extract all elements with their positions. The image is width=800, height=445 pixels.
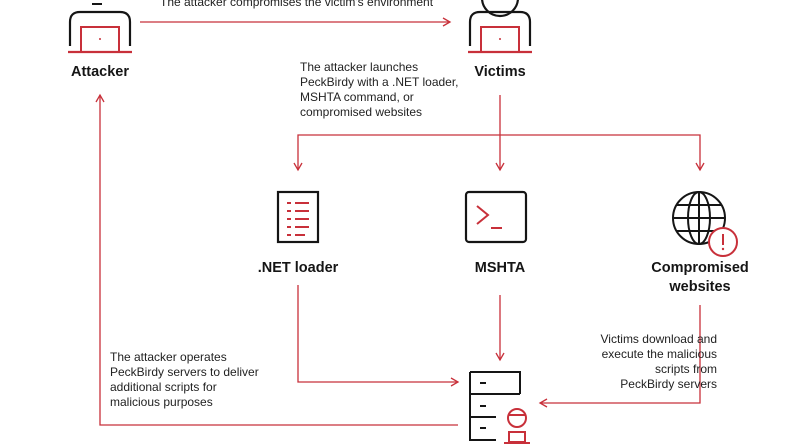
arrow-servers-to-attacker	[95, 93, 458, 426]
document-icon	[276, 190, 320, 244]
annotation-compromise: The attacker compromises the victim's en…	[160, 0, 434, 9]
attacker-icon	[68, 3, 132, 54]
text-line: PeckBirdy servers to deliver	[110, 365, 259, 379]
text-line: Victims download and	[600, 332, 717, 346]
annotation-operate: The attacker operates PeckBirdy servers …	[110, 350, 259, 410]
annotation-download: Victims download and execute the malicio…	[600, 332, 717, 392]
text-line: additional scripts for	[110, 380, 217, 394]
text-line: The attacker operates	[110, 350, 227, 364]
operator-icon	[504, 408, 530, 444]
text-line: malicious purposes	[110, 395, 213, 409]
terminal-icon	[464, 190, 528, 244]
label-net-loader: .NET loader	[257, 260, 339, 276]
arrow-net-loader-to-servers	[297, 285, 460, 387]
label-mshta: MSHTA	[474, 260, 526, 276]
text-line: execute the malicious	[601, 347, 717, 361]
server-icon	[469, 371, 521, 441]
arrow-to-net-loader	[293, 134, 500, 172]
text-line: websites	[669, 279, 731, 295]
text-line: MSHTA command, or	[300, 90, 414, 104]
arrow-to-websites	[500, 134, 705, 172]
text-line: The attacker launches	[300, 60, 419, 74]
text-line: compromised websites	[300, 105, 423, 119]
text-line: PeckBirdy servers	[620, 377, 717, 391]
victims-icon	[468, 0, 532, 54]
label-websites: Compromised websites	[630, 259, 770, 297]
globe-warning-icon	[672, 191, 738, 257]
text-line: PeckBirdy with a .NET loader,	[300, 75, 459, 89]
label-victims: Victims	[474, 64, 526, 80]
text-line: scripts from	[654, 362, 717, 376]
arrow-websites-to-servers	[538, 305, 701, 408]
annotation-launch: The attacker launches PeckBirdy with a .…	[300, 60, 459, 120]
label-attacker: Attacker	[70, 64, 130, 80]
text-line: Compromised	[651, 260, 749, 276]
